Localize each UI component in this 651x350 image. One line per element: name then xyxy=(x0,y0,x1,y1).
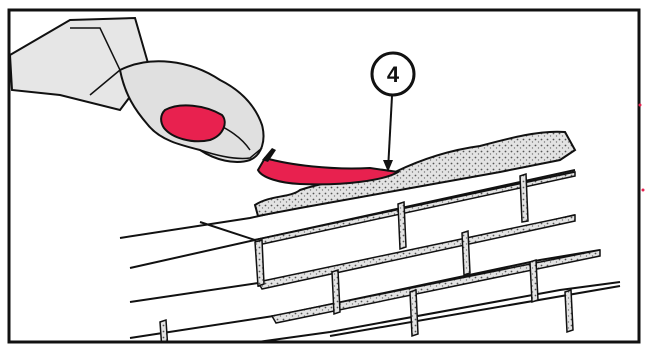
margin-speck xyxy=(642,189,645,192)
margin-speck xyxy=(639,104,642,107)
callout-number: 4 xyxy=(387,62,400,87)
